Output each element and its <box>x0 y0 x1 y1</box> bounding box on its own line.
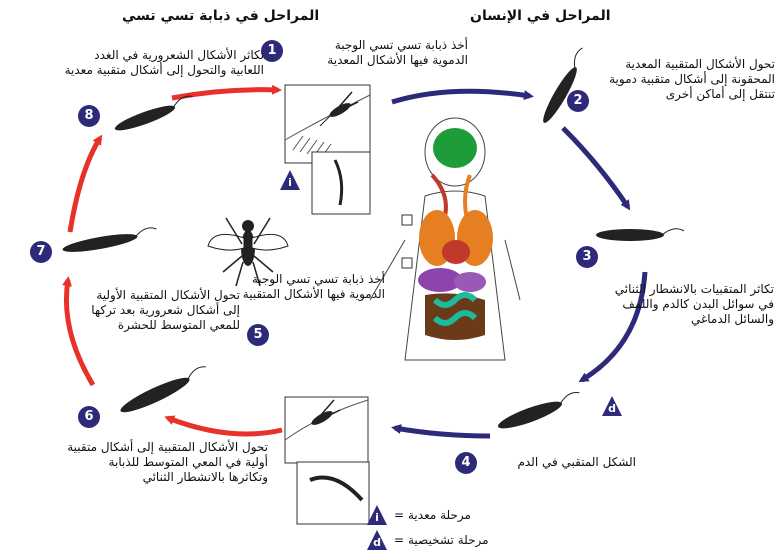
legend-diagnostic-letter: d <box>373 536 381 549</box>
human-body-illustration <box>369 117 521 361</box>
trypanosome-2 <box>543 47 583 123</box>
legend-equals-2: = <box>393 533 405 547</box>
parasite-box-bottom <box>296 461 370 525</box>
arrow-1-to-2 <box>391 88 534 105</box>
bite-box-top <box>284 84 371 164</box>
arrow-5-to-6 <box>164 415 283 437</box>
fly-stages-header: المراحل في ذبابة تسي تسي <box>122 8 320 24</box>
legend-infective-letter: i <box>375 511 379 524</box>
infective-stage-triangle <box>280 170 300 190</box>
step-text-6: تحول الأشكال المتقبية إلى أشكال متقبية أ… <box>67 440 268 484</box>
legend-diagnostic-label: مرحلة تشخيصية <box>408 533 489 547</box>
diagnostic-triangle-letter: d <box>608 402 616 415</box>
step-badge-8: 8 <box>78 105 100 127</box>
step-text-5: أخذ ذبابة تسي تسي الوجبة الدموية فيها ال… <box>242 272 385 301</box>
step-text-1: أخذ ذبابة تسي تسي الوجبة الدموية فيها ال… <box>327 38 468 67</box>
step-text-4: الشكل المتقبي في الدم <box>517 455 636 469</box>
step-text-8: تكاثر الأشكال الشعرورية في الغدد اللعابي… <box>64 48 264 77</box>
legend-diagnostic-triangle <box>367 530 387 550</box>
fly-icon-top <box>319 91 359 127</box>
arrow-6-to-7 <box>62 276 96 387</box>
step-text-7: تحول الأشكال المتقبية الأولية إلى أشكال … <box>91 288 240 332</box>
legend-infective-triangle <box>367 505 387 525</box>
infective-triangle-letter: i <box>288 176 292 189</box>
diagnostic-stage-triangle <box>602 396 622 416</box>
step-badge-4: 4 <box>455 452 477 474</box>
trypanosome-4 <box>497 391 580 429</box>
arrow-8-to-1 <box>171 84 282 101</box>
step-badge-6: 6 <box>78 406 100 428</box>
trypanosome-8 <box>114 95 193 131</box>
arrow-2-to-3 <box>561 126 631 211</box>
legend-equals-1: = <box>393 508 405 522</box>
trypanosome-3 <box>596 228 685 241</box>
arrow-7-to-8 <box>67 134 103 233</box>
step-badge-1: 1 <box>261 40 283 62</box>
fly-icon-bottom <box>311 399 341 425</box>
step-badge-5: 5 <box>247 324 269 346</box>
step-text-3: تكاثر المتقبيات بالانشطار الثنائي في سوا… <box>614 282 774 326</box>
arrow-3-to-4 <box>578 271 648 383</box>
arrow-4-to-5 <box>391 424 491 439</box>
legend-infective-label: مرحلة معدية <box>408 508 471 522</box>
step-badge-3: 3 <box>576 246 598 268</box>
trypanosome-7 <box>62 227 157 252</box>
bite-box-bottom <box>284 396 369 464</box>
trypanosome-6 <box>120 366 206 413</box>
step-text-2: تحول الأشكال المتقبية المعدية المحقونة إ… <box>609 57 775 101</box>
step-badge-7: 7 <box>30 241 52 263</box>
human-stages-header: المراحل في الإنسان <box>470 8 611 24</box>
step-badge-2: 2 <box>567 90 589 112</box>
tsetse-fly-icon <box>207 217 289 287</box>
